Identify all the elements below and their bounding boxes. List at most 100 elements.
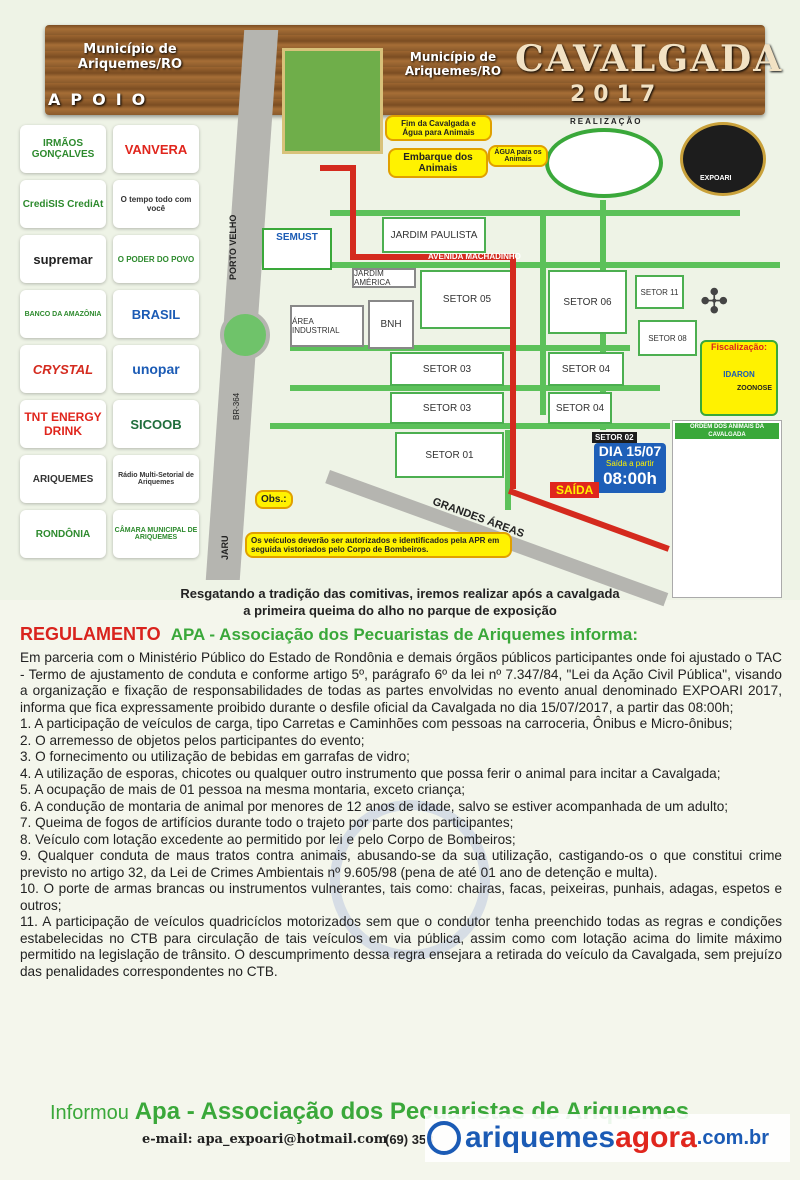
block-area-industrial: ÁREA INDUSTRIAL <box>290 305 364 347</box>
animal-order-legend: ORDEM DOS ANIMAIS DA CAVALGADA <box>672 420 782 598</box>
watermark-logo <box>330 800 490 960</box>
note-embarque: Embarque dos Animais <box>388 148 488 178</box>
br364-label: BR-364 <box>232 392 241 420</box>
sponsor-logo: CRYSTAL <box>20 345 106 393</box>
brand-part-a: ariquemes <box>465 1121 616 1154</box>
roundabout <box>220 310 270 360</box>
route-segment <box>510 254 516 489</box>
municipio-left: Município de Ariquemes/RO <box>77 42 183 72</box>
road <box>290 345 630 351</box>
block-setor-03a: SETOR 03 <box>390 352 504 386</box>
event-title: CAVALGADA <box>515 38 784 80</box>
block-setor-01: SETOR 01 <box>395 432 504 478</box>
block-setor-11: SETOR 11 <box>635 275 684 309</box>
sponsor-logo: CrediSIS CrediAt <box>20 180 106 228</box>
apa-logo <box>545 128 663 198</box>
obs-note: Os veículos deverão ser autorizados e id… <box>245 532 512 558</box>
block-setor-04b: SETOR 04 <box>548 392 612 424</box>
regulamento-subtitle: APA - Associação dos Pecuaristas de Ariq… <box>170 625 639 644</box>
fiscalizacao-title: Fiscalização: <box>710 342 768 352</box>
legend-title: ORDEM DOS ANIMAIS DA CAVALGADA <box>675 423 779 439</box>
apoio-label: APOIO <box>48 90 156 109</box>
porto-velho-label: PORTO VELHO <box>228 214 238 280</box>
block-setor-06: SETOR 06 <box>548 270 627 334</box>
road <box>290 385 660 391</box>
block-setor-03b: SETOR 03 <box>390 392 504 424</box>
note-agua: ÁGUA para os Animais <box>488 145 548 167</box>
sponsor-logo: unopar <box>113 345 199 393</box>
brand-part-c: .com.br <box>696 1126 770 1149</box>
wood-banner <box>45 25 765 115</box>
sponsor-logo: TNT ENERGY DRINK <box>20 400 106 448</box>
sponsor-logo: O PODER DO POVO <box>113 235 199 283</box>
sponsor-logo: CÂMARA MUNICIPAL DE ARIQUEMES <box>113 510 199 558</box>
regulamento-item: 11. A participação de veículos quadricíc… <box>20 914 782 979</box>
note-fim-cavalgada: Fim da Cavalgada e Água para Animais <box>385 115 492 141</box>
route-segment <box>350 254 516 260</box>
compass-icon: ✣ <box>700 283 729 321</box>
road <box>330 210 740 216</box>
slogan: Resgatando a tradição das comitivas, ire… <box>40 585 760 619</box>
footer-email: e-mail: apa_expoari@hotmail.com <box>142 1132 388 1147</box>
block-jardim-paulista: JARDIM PAULISTA <box>382 217 486 253</box>
regulamento-item: 3. O fornecimento ou utilização de bebid… <box>20 749 410 764</box>
sponsor-logo: O tempo todo com você <box>113 180 199 228</box>
brand-icon <box>427 1121 461 1155</box>
saida-partir-text: Saída a partir <box>605 459 655 468</box>
saida-label: SAÍDA <box>550 482 600 498</box>
sponsor-logo: ARIQUEMES <box>20 455 106 503</box>
sponsor-logo: Rádio Multi-Setorial de Ariquemes <box>113 455 199 503</box>
regulamento-item: 2. O arremesso de objetos pelos particip… <box>20 732 365 748</box>
block-setor-08: SETOR 08 <box>638 320 697 356</box>
obs-label: Obs.: <box>255 490 293 509</box>
realizacao-label: REALIZAÇÃO <box>570 117 643 126</box>
regulamento-item: 7. Queima de fogos de artifícios durante… <box>20 815 514 830</box>
road <box>505 430 511 510</box>
date-text: DIA 15/07 <box>598 443 662 459</box>
event-poster: Município de Ariquemes/RO APOIO Municípi… <box>20 25 784 607</box>
expoari-label: EXPOARI <box>700 175 732 182</box>
block-bnh: BNH <box>368 300 414 349</box>
regulamento-list: 1. A participação de veículos de carga, … <box>20 716 782 980</box>
sponsor-logo: IRMÃOS GONÇALVES <box>20 125 106 173</box>
route-segment <box>320 165 352 171</box>
sponsor-logo: BRASIL <box>113 290 199 338</box>
regulamento-heading: REGULAMENTO APA - Associação dos Pecuari… <box>20 624 638 645</box>
regulamento-item: 6. A condução de montaria de animal por … <box>20 798 729 814</box>
expoari-logo <box>680 122 766 196</box>
avenida-machadinho-label: AVENIDA MACHADINHO <box>428 252 521 261</box>
informou-label: Informou <box>50 1102 129 1124</box>
road <box>290 262 780 268</box>
regulamento-item: 5. A ocupação de mais de 01 pessoa na me… <box>20 782 466 797</box>
setor-02-label: SETOR 02 <box>592 432 637 443</box>
regulamento-item: 4. A utilização de esporas, chicotes ou … <box>20 765 721 781</box>
regulamento-title: REGULAMENTO <box>20 624 161 644</box>
municipio-right: Município de Ariquemes/RO <box>404 50 502 78</box>
sponsor-logo: BANCO DA AMAZÔNIA <box>20 290 106 338</box>
road <box>540 215 546 415</box>
road <box>270 423 670 429</box>
jaru-label: JARU <box>220 535 230 560</box>
block-setor-04a: SETOR 04 <box>548 352 624 386</box>
idaron-label: IDARON <box>723 370 755 379</box>
zoonose-label: ZOONOSE <box>736 385 772 392</box>
regulamento-body: Em parceria com o Ministério Público do … <box>20 650 782 980</box>
slogan-line-2: a primeira queima do alho no parque de e… <box>243 603 557 618</box>
date-box: DIA 15/07 Saída a partir 08:00h <box>594 443 666 493</box>
regulamento-item: 1. A participação de veículos de carga, … <box>20 716 733 731</box>
semust-box: SEMUST <box>262 228 332 270</box>
fiscalizacao-box: Fiscalização: IDARON ZOONOSE <box>700 340 778 416</box>
sponsor-logo: VANVERA <box>113 125 199 173</box>
regulamento-item: 8. Veículo com lotação excedente ao perm… <box>20 831 516 847</box>
sponsor-logo: supremar <box>20 235 106 283</box>
block-jardim-america: JARDIM AMÉRICA <box>352 268 416 288</box>
event-year: 2017 <box>570 82 664 107</box>
route-segment <box>350 165 356 255</box>
sponsor-logo: SICOOB <box>113 400 199 448</box>
sponsor-logo: RONDÔNIA <box>20 510 106 558</box>
time-text: 08:00h <box>603 469 657 488</box>
regulamento-intro: Em parceria com o Ministério Público do … <box>20 650 782 715</box>
slogan-line-1: Resgatando a tradição das comitivas, ire… <box>180 586 620 601</box>
footer-phone: (69) 353 <box>385 1132 434 1147</box>
